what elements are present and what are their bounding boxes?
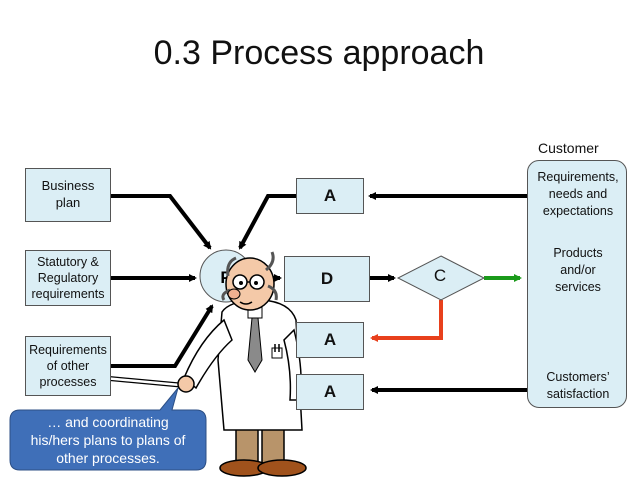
callout-text: … and coordinating his/hers plans to pla… [30,413,186,467]
other-processes-label: Requirements of other processes [29,342,107,390]
customer-box: Requirements, needs and expectations Pro… [527,160,627,408]
page-title: 0.3 Process approach [153,34,485,72]
customer-requirements: Requirements, needs and expectations [537,170,619,218]
statutory-box: Statutory & Regulatory requirements [25,250,111,306]
callout-bubble [9,387,207,471]
customer-satisfaction: Customers’ satisfaction [546,370,610,401]
business-plan-box: Business plan [25,168,111,222]
check-diamond [396,255,486,301]
arrow-business-to-plan [111,194,212,250]
act-top-label: A [323,185,337,205]
statutory-label: Statutory & Regulatory requirements [31,254,105,302]
arrow-act-top-to-plan [238,194,296,250]
check-label: C [433,266,447,285]
other-processes-box: Requirements of other processes [25,336,111,396]
business-plan-label: Business plan [41,178,95,210]
do-box: D [284,256,370,302]
act-mid-label: A [323,329,337,349]
arrow-other-to-plan [111,304,214,368]
do-label: D [320,268,334,288]
act-top-box: A [296,178,364,214]
act-bottom-label: A [323,381,337,401]
professor-illustration [177,251,307,477]
act-mid-box: A [296,322,364,358]
arrow-check-to-act-mid [370,300,443,342]
act-bottom-box: A [296,374,364,410]
customer-label: Customer [538,140,599,156]
customer-products: Products and/or services [553,246,603,294]
